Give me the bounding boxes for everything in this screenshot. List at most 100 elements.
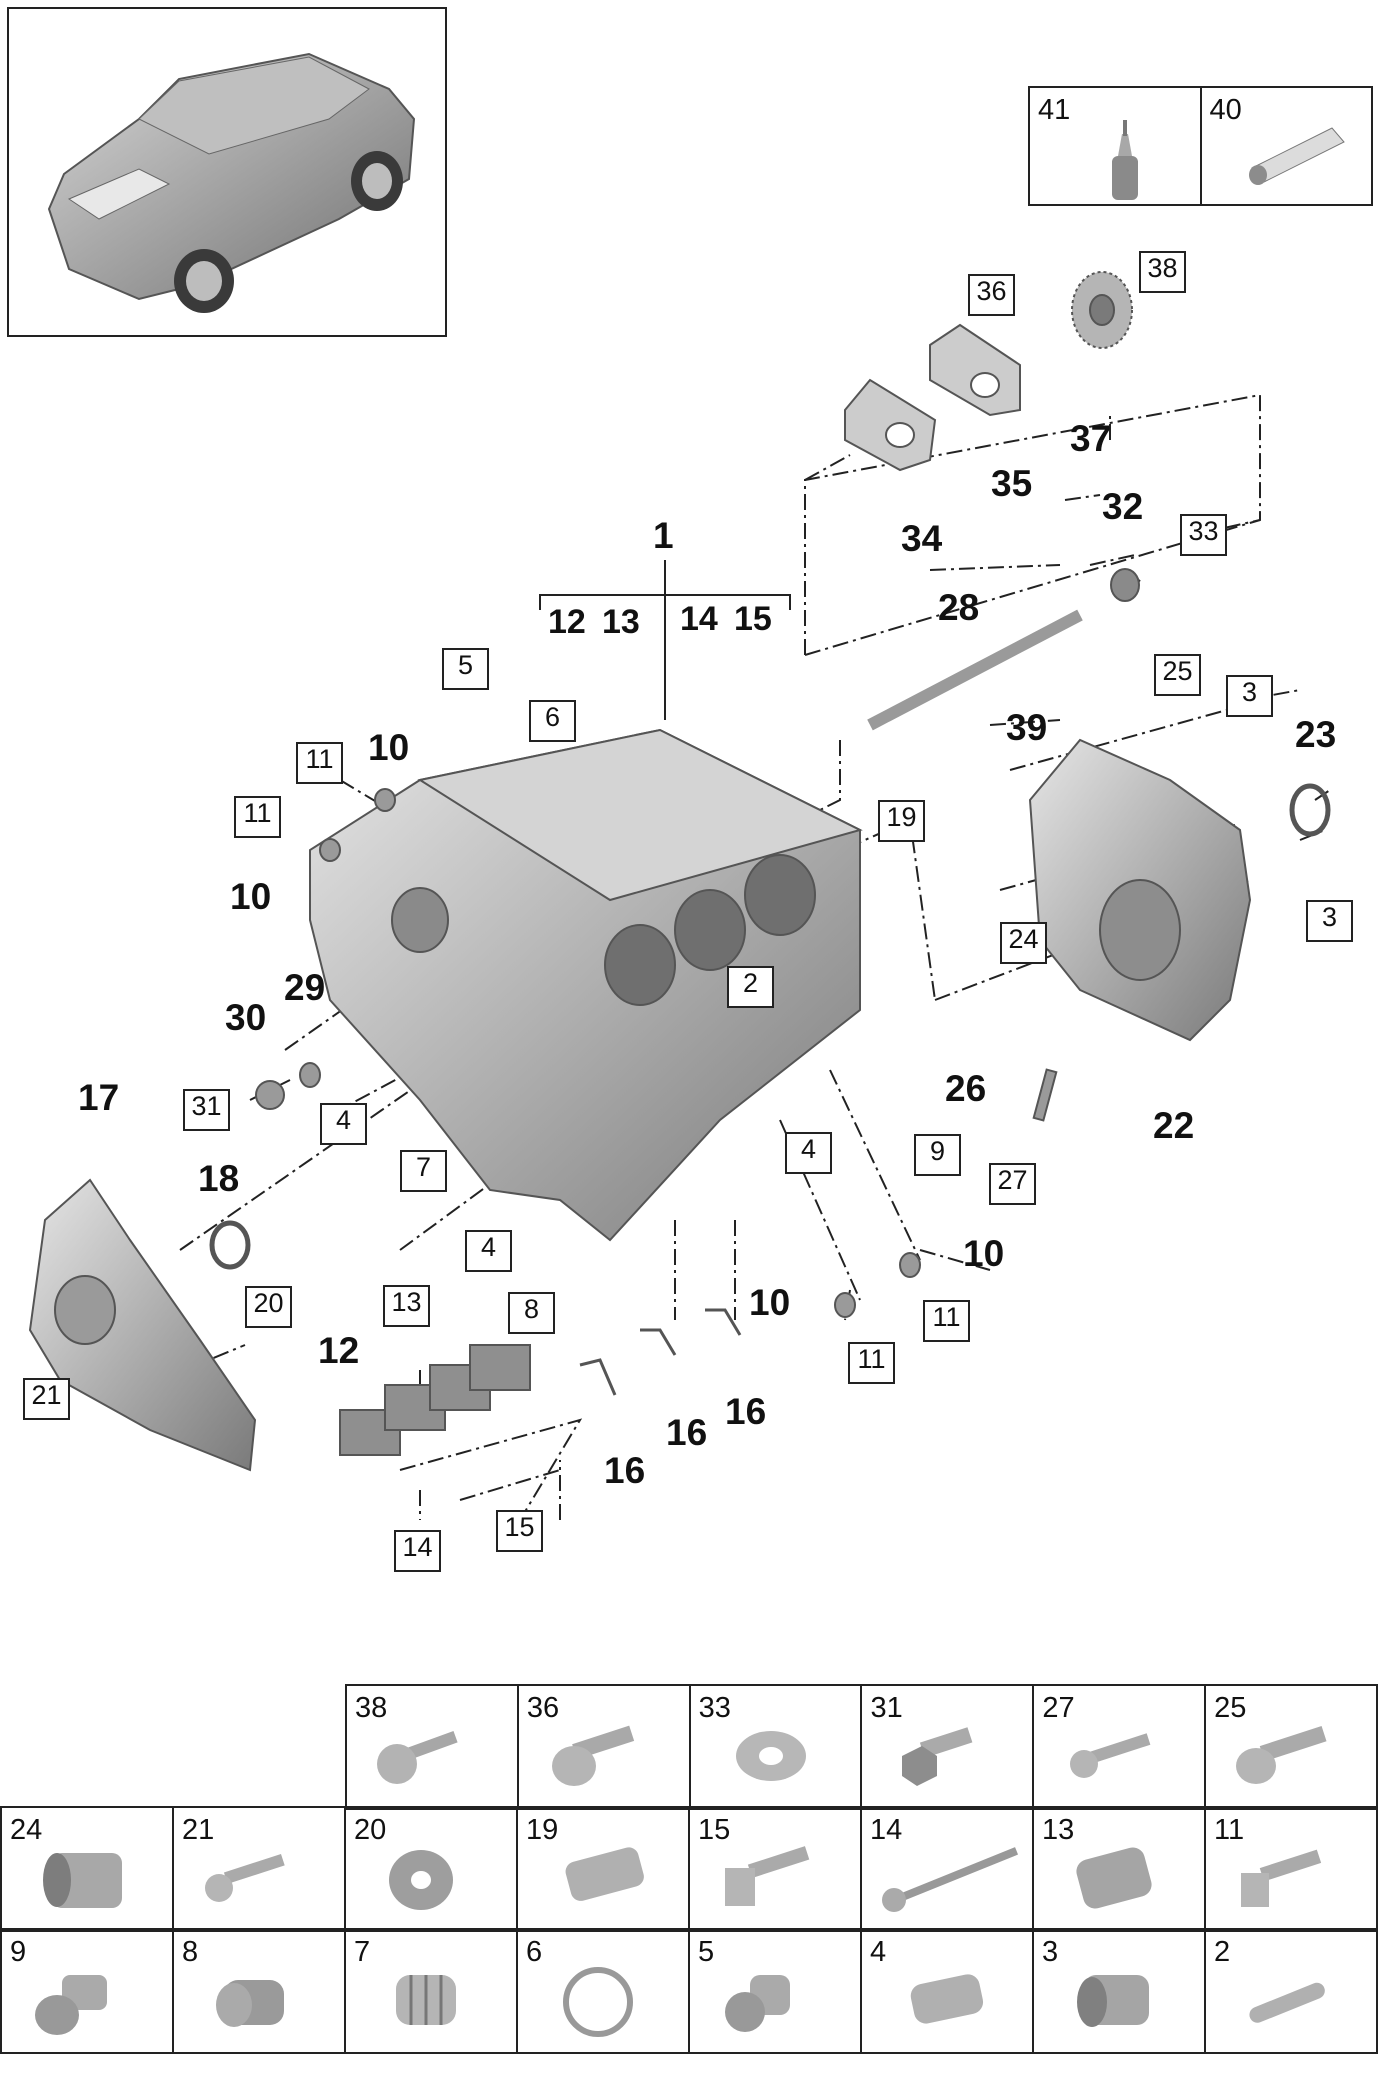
- bracket-number: 14: [680, 600, 718, 638]
- flange-bolt-icon: [1236, 1726, 1327, 1784]
- part-cell[interactable]: 27: [1032, 1684, 1207, 1810]
- part-cell[interactable]: 13: [1032, 1806, 1206, 1932]
- callout-box[interactable]: 21: [23, 1378, 70, 1420]
- part-cell[interactable]: 20: [344, 1806, 518, 1932]
- suv-illustration: [47, 52, 416, 313]
- callout-box[interactable]: 7: [400, 1150, 447, 1192]
- part-cell[interactable]: 3: [1032, 1928, 1206, 2054]
- parts-grid-row1: 38 36 33 31 27 25: [345, 1684, 1378, 1810]
- hex-socket-bolt-icon: [377, 1731, 458, 1784]
- bearing-caps: [339, 1344, 531, 1456]
- cap-icon: [216, 1980, 284, 2027]
- callout-number: 10: [963, 1233, 1005, 1274]
- countersunk-bolt-icon: [551, 1725, 634, 1786]
- dowel-icon: [565, 1847, 644, 1901]
- callout-box[interactable]: 2: [727, 966, 774, 1008]
- part-cell[interactable]: 25: [1204, 1684, 1378, 1810]
- consumable-cell[interactable]: 41: [1030, 88, 1202, 204]
- part-cell[interactable]: 36: [516, 1684, 691, 1810]
- callout-box[interactable]: 15: [496, 1510, 543, 1552]
- bracket-number: 13: [602, 603, 640, 641]
- part-number: 3: [1042, 1936, 1059, 1968]
- bolt-icon: [1241, 1849, 1322, 1907]
- part-number: 24: [10, 1814, 43, 1846]
- callout-number: 16: [725, 1391, 767, 1432]
- parts-grid-row2: 24 21 20 19 15 14 13 11: [0, 1806, 1378, 1932]
- callout-box[interactable]: 24: [1000, 922, 1047, 964]
- vehicle-thumbnail: [7, 7, 447, 337]
- part-number: 2: [1214, 1936, 1231, 1968]
- washer-icon: [389, 1850, 453, 1910]
- part-number: 9: [10, 1936, 27, 1968]
- callout-box[interactable]: 6: [529, 700, 576, 742]
- part-cell[interactable]: 8: [172, 1928, 346, 2054]
- part-cell[interactable]: 19: [516, 1806, 690, 1932]
- callout-box[interactable]: 33: [1180, 514, 1227, 556]
- callout-box[interactable]: 4: [320, 1103, 367, 1145]
- part-number: 14: [870, 1814, 903, 1846]
- sealant-tube-icon: [1248, 127, 1345, 185]
- part-number: 8: [182, 1936, 199, 1968]
- part-number: 4: [870, 1936, 887, 1968]
- part-cell[interactable]: 11: [1204, 1806, 1378, 1932]
- part-cell[interactable]: 4: [860, 1928, 1034, 2054]
- dowel-icon: [910, 1974, 984, 2024]
- consumable-cell[interactable]: 40: [1202, 88, 1372, 204]
- timing-cover-left: [28, 1178, 257, 1472]
- bracket-plates: [844, 323, 1021, 472]
- long-bolt-icon: [882, 1847, 1019, 1912]
- callout-box[interactable]: 31: [183, 1089, 230, 1131]
- part-number: 21: [182, 1814, 215, 1846]
- callout-box[interactable]: 19: [878, 800, 925, 842]
- small-parts: [209, 783, 1331, 1318]
- engine-block: [309, 728, 863, 1242]
- callout-box[interactable]: 36: [968, 274, 1015, 316]
- callout-box[interactable]: 4: [785, 1132, 832, 1174]
- callout-box[interactable]: 8: [508, 1292, 555, 1334]
- sleeve-icon: [1077, 1975, 1149, 2027]
- callout-box[interactable]: 20: [245, 1286, 292, 1328]
- callout-number: 1: [653, 515, 674, 556]
- part-number: 13: [1042, 1814, 1075, 1846]
- part-cell[interactable]: 5: [688, 1928, 862, 2054]
- callout-box[interactable]: 11: [296, 742, 343, 784]
- part-cell[interactable]: 7: [344, 1928, 518, 2054]
- pin-icon: [1249, 1982, 1325, 2023]
- callout-box[interactable]: 11: [848, 1342, 895, 1384]
- callout-box[interactable]: 11: [234, 796, 281, 838]
- callout-box[interactable]: 3: [1306, 900, 1353, 942]
- part-cell[interactable]: 9: [0, 1928, 174, 2054]
- part-cell[interactable]: 33: [688, 1684, 863, 1810]
- part-number: 33: [698, 1692, 731, 1724]
- callout-box[interactable]: 14: [394, 1530, 441, 1572]
- part-cell[interactable]: 14: [860, 1806, 1034, 1932]
- callout-number: 17: [78, 1077, 120, 1118]
- callout-box[interactable]: 25: [1154, 654, 1201, 696]
- screw-plug-icon: [725, 1975, 790, 2032]
- callout-box[interactable]: 38: [1139, 251, 1186, 293]
- bolt-icon: [205, 1853, 285, 1902]
- callout-number: 16: [604, 1450, 646, 1491]
- bolt-icon: [725, 1846, 810, 1906]
- part-cell[interactable]: 38: [345, 1684, 519, 1810]
- callout-box[interactable]: 11: [923, 1300, 970, 1342]
- part-cell[interactable]: 31: [860, 1684, 1035, 1810]
- callout-number: 10: [749, 1282, 791, 1323]
- callout-number: 32: [1102, 486, 1144, 527]
- callout-number: 26: [945, 1068, 987, 1109]
- part-cell[interactable]: 24: [0, 1806, 174, 1932]
- part-cell[interactable]: 21: [172, 1806, 346, 1932]
- callout-box[interactable]: 3: [1226, 675, 1273, 717]
- part-cell[interactable]: 15: [688, 1806, 862, 1932]
- callout-box[interactable]: 27: [989, 1163, 1036, 1205]
- part-cell[interactable]: 2: [1204, 1928, 1378, 2054]
- callout-box[interactable]: 4: [465, 1230, 512, 1272]
- callout-number: 39: [1006, 707, 1048, 748]
- callout-box[interactable]: 13: [383, 1285, 430, 1327]
- callout-box[interactable]: 9: [914, 1134, 961, 1176]
- balance-shaft: [867, 568, 1140, 731]
- bracket-number: 12: [548, 603, 586, 641]
- callout-box[interactable]: 5: [442, 648, 489, 690]
- part-cell[interactable]: 6: [516, 1928, 690, 2054]
- callout-number: 35: [991, 463, 1033, 504]
